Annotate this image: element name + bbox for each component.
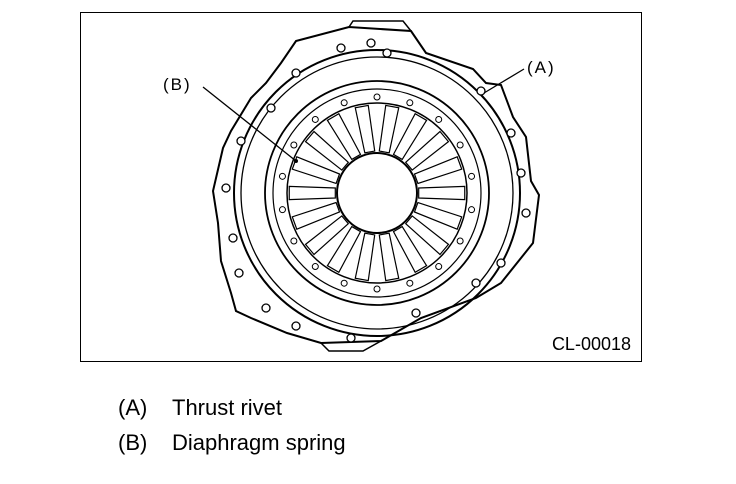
spring-finger: [413, 156, 463, 185]
cover-bump-top: [348, 20, 412, 32]
leader-line-b: [202, 86, 297, 162]
spring-pivot-rivet: [311, 263, 319, 271]
bolt-hole: [346, 333, 356, 343]
spring-finger: [304, 130, 350, 171]
spring-finger: [413, 201, 463, 230]
spring-finger: [392, 112, 428, 161]
spring-finger: [378, 232, 400, 282]
spring-finger: [354, 232, 376, 282]
spring-finger: [291, 156, 341, 185]
bolt-hole: [266, 103, 276, 113]
spring-pivot-rivet: [435, 263, 443, 271]
center-hole: [336, 152, 418, 234]
bolt-hole: [382, 48, 392, 58]
spring-pivot-rivet: [278, 172, 286, 180]
spring-finger: [326, 112, 362, 161]
leader-line-a: [483, 68, 525, 94]
bolt-hole: [366, 38, 376, 48]
spring-finger: [378, 104, 400, 154]
spring-pivot-rivet: [340, 279, 348, 287]
bolt-hole: [221, 183, 231, 193]
spring-finger: [304, 215, 350, 256]
spring-finger: [291, 201, 341, 230]
spring-pivot-rivet: [340, 99, 348, 107]
legend-letter: (A): [118, 395, 148, 420]
spring-finger: [288, 185, 336, 201]
spring-pivot-rivet: [468, 172, 476, 180]
legend-label: Thrust rivet: [172, 395, 283, 420]
cover-bolt-holes: [221, 38, 531, 343]
spring-pivot-rivet: [373, 285, 381, 293]
bolt-hole: [411, 308, 421, 318]
legend-item-a: (A) Thrust rivet: [118, 395, 282, 421]
mid-ring-inner: [272, 88, 482, 298]
spring-pivot-rivet: [373, 93, 381, 101]
legend-letter: (B): [118, 430, 148, 455]
spring-pivot-rivet: [456, 237, 464, 245]
bolt-hole: [228, 233, 238, 243]
outer-ring-inner: [240, 56, 514, 330]
bolt-hole: [261, 303, 271, 313]
spring-finger: [418, 185, 466, 201]
spring-pivot-rivet: [278, 206, 286, 214]
bolt-hole: [471, 278, 481, 288]
spring-finger: [404, 215, 450, 256]
bolt-hole: [291, 321, 301, 331]
bolt-hole: [506, 128, 516, 138]
mid-ring: [264, 80, 490, 306]
legend-label: Diaphragm spring: [172, 430, 346, 455]
bolt-hole: [521, 208, 531, 218]
bolt-hole: [336, 43, 346, 53]
bolt-hole: [234, 268, 244, 278]
leader-dot-b: [294, 159, 298, 163]
spring-finger: [404, 130, 450, 171]
bolt-hole: [496, 258, 506, 268]
diagram-frame: (A) (B) CL-00018: [80, 12, 642, 362]
spring-pivot-rivet: [435, 115, 443, 123]
cover-outline: [211, 25, 541, 345]
bolt-hole: [291, 68, 301, 78]
spring-pivot-rivet: [456, 141, 464, 149]
spring-pivot-rivet: [406, 279, 414, 287]
spring-outer-ring: [286, 102, 468, 284]
spring-pivot-rivet: [468, 206, 476, 214]
spring-pivot-rivet: [311, 115, 319, 123]
callout-a: (A): [527, 58, 556, 77]
spring-pivot-rivet: [290, 237, 298, 245]
spring-pivot-rivet: [290, 141, 298, 149]
legend-item-b: (B) Diaphragm spring: [118, 430, 346, 456]
bolt-hole: [516, 168, 526, 178]
spring-finger: [354, 104, 376, 154]
cover-bump-bottom: [320, 340, 382, 352]
diaphragm-spring-fingers: [278, 93, 476, 293]
callout-b: (B): [163, 75, 192, 94]
bolt-hole: [236, 136, 246, 146]
clutch-cover-diagram: (A) (B): [163, 20, 556, 352]
spring-pivot-rivet: [406, 99, 414, 107]
outer-ring: [233, 49, 521, 337]
spring-finger: [326, 225, 362, 274]
figure-code: CL-00018: [551, 334, 631, 354]
bolt-hole: [476, 86, 486, 96]
spring-finger: [392, 225, 428, 274]
